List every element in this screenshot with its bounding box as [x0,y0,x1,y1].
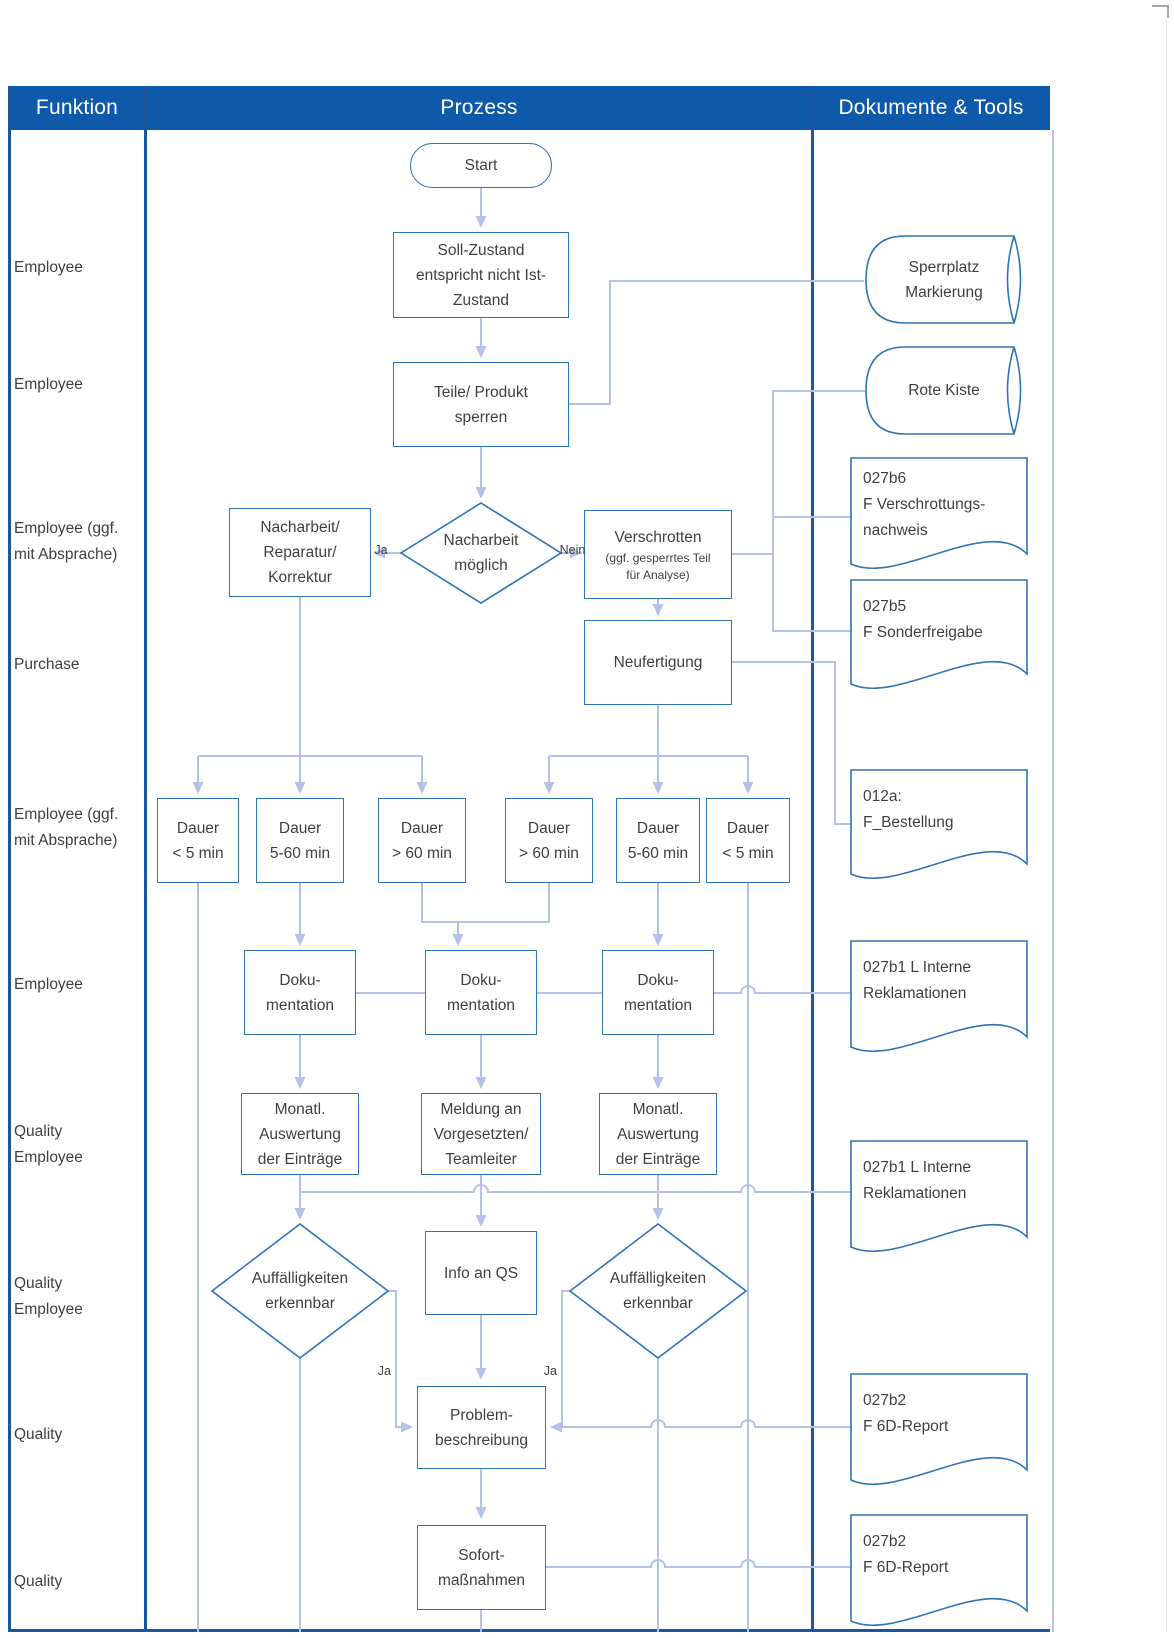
node-dauer-gt60-right: Dauer > 60 min [505,798,593,883]
page-corner-mark-h [1152,5,1169,7]
frame-divider-funktion-prozess [144,86,147,1632]
edge-label-ja-decision1: Ja [374,543,388,557]
header-prozess: Prozess [146,86,812,130]
page-corner-mark-v [1167,5,1169,18]
header-dokumente: Dokumente & Tools [812,86,1050,130]
decision2-label: Auffälligkeiten erkennbar [251,1270,349,1312]
lane-label-purchase: Purchase [14,656,80,673]
decision1-label: Nacharbeit möglich [443,532,519,574]
header-prozess-label: Prozess [440,96,518,119]
node-dokumentation-1: Doku- mentation [244,950,356,1035]
decision2-diamond-shape [210,1222,390,1360]
node-sofortmassnahmen: Sofort- maßnahmen [417,1525,546,1610]
node-monatl-auswertung-2: Monatl. Auswertung der Einträge [599,1093,717,1175]
edge-collector-doc027b1b [300,1184,851,1193]
node-dokumentation-3: Doku- mentation [602,950,714,1035]
header-funktion: Funktion [8,86,146,130]
edge-neufertigung-012a [732,661,851,825]
node-dauer-lt5-right: Dauer < 5 min [706,798,790,883]
doc-027b1b-shape [850,1140,1028,1253]
cylinder-sperrplatz-cap [1006,235,1015,324]
edge-spine-rotekiste-027b5 [772,390,866,632]
edge-ja-left-problem [388,1290,413,1433]
lane-label-quality-employee-2: Quality Employee [14,1275,83,1318]
doc-012a-shape [850,769,1028,880]
edge-sofort-doc027b2b [546,1559,851,1568]
node-dauer-lt5-left: Dauer < 5 min [157,798,239,883]
frame-left-border [8,86,11,1632]
frame-divider-prozess-dokumente [811,86,814,1632]
node-dokumentation-2: Doku- mentation [425,950,537,1035]
lane-label-quality-1: Quality [14,1426,63,1443]
edge-doku3-doc027b1a [714,985,851,994]
doc-027b1a-label: 027b1 L Interne Reklamationen [863,959,972,1002]
doc-027b2a-label: 027b2 F 6D-Report [863,1392,949,1435]
lane-label-employee-3: Employee [14,976,83,993]
node-neufertigung: Neufertigung [584,620,732,705]
header-dokumente-label: Dokumente & Tools [838,96,1024,119]
edge-label-ja-right: Ja [543,1364,557,1378]
edge-dauer4-merge [458,883,550,923]
cylinder-rotekiste-shape [865,346,1022,435]
doc-027b2b-shape [850,1514,1028,1627]
frame-bottom-border [8,1629,1050,1632]
node-soll-zustand: Soll-Zustand entspricht nicht Ist- Zusta… [393,232,569,318]
edge-doc027b2a-problem [550,1419,851,1433]
node-verschrotten-label: Verschrotten [614,529,702,546]
doc-027b1a-shape [850,940,1028,1053]
edge-label-ja-left: Ja [377,1364,391,1378]
node-problembeschreibung: Problem- beschreibung [417,1386,546,1469]
lane-label-quality-2: Quality [14,1573,63,1590]
node-monatl-auswertung-1: Monatl. Auswertung der Einträge [241,1093,359,1175]
decision3-label: Auffälligkeiten erkennbar [609,1270,707,1312]
edge-dauer3-merge [421,883,458,923]
doc-027b2b-label: 027b2 F 6D-Report [863,1533,949,1576]
page-edge-line [1166,18,1167,1632]
tool-sperrplatz-label: Sperrplatz Markierung [905,258,983,301]
node-dauer-gt60-left: Dauer > 60 min [378,798,466,883]
decision1-diamond-shape [399,502,563,604]
node-nacharbeit: Nacharbeit/ Reparatur/ Korrektur [229,508,371,597]
lane-label-quality-employee-1: Quality Employee [14,1123,83,1166]
node-teile-sperren: Teile/ Produkt sperren [393,362,569,447]
tool-rotekiste-label: Rote Kiste [908,382,980,399]
cylinder-sperrplatz-shape [865,235,1022,324]
lane-label-employee-absprache-2: Employee (ggf. mit Absprache) [14,806,119,849]
frame-right-border [1052,130,1054,1632]
edge-label-nein-decision1: Nein [559,543,586,557]
cylinder-rotekiste-cap [1006,346,1015,435]
doc-027b2a-shape [850,1373,1028,1486]
node-info-an-qs: Info an QS [425,1231,537,1315]
doc-027b1b-label: 027b1 L Interne Reklamationen [863,1159,972,1202]
doc-027b6-shape [850,457,1028,570]
node-dauer-5-60-left: Dauer 5-60 min [256,798,344,883]
node-verschrotten: Verschrotten (ggf. gesperrtes Teil für A… [584,510,732,599]
header-funktion-label: Funktion [35,96,119,119]
node-start: Start [410,143,552,188]
lane-label-employee-1: Employee [14,259,83,276]
lane-label-employee-2: Employee [14,376,83,393]
doc-027b6-label: 027b6 F Verschrottungs- nachweis [863,470,986,539]
node-dauer-5-60-right: Dauer 5-60 min [616,798,700,883]
edge-ja-right-down [561,1290,570,1427]
doc-027b5-label: 027b5 F Sonderfreigabe [863,598,983,641]
doc-012a-label: 012a: F_Bestellung [863,788,954,831]
node-meldung-vorgesetzte: Meldung an Vorgesetzten/ Teamleiter [421,1093,541,1175]
lane-label-employee-absprache-1: Employee (ggf. mit Absprache) [14,520,119,563]
node-verschrotten-sublabel: (ggf. gesperrtes Teil für Analyse) [605,551,711,582]
decision3-diamond-shape [568,1222,748,1360]
edge-teile-sperrplatz [569,280,864,405]
doc-027b5-shape [850,579,1028,690]
